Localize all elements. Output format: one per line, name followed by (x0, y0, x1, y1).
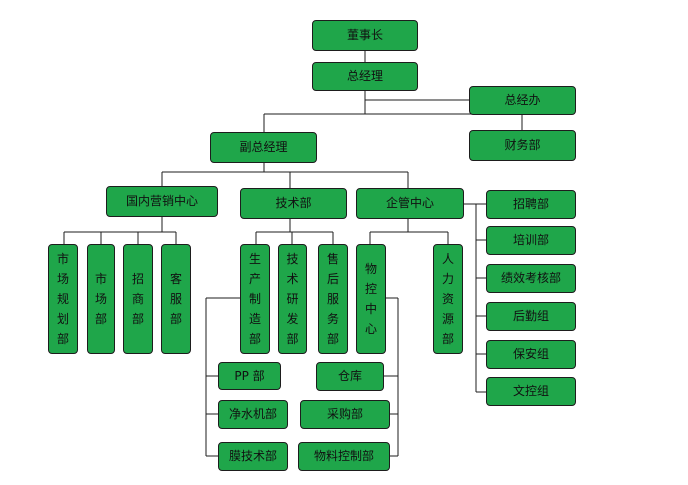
node-material-control: 物控中心 (356, 244, 386, 354)
node-label: 生产制造部 (249, 252, 262, 346)
node-membrane-tech: 膜技术部 (218, 442, 288, 471)
node-label: 市场部 (95, 272, 108, 326)
node-material-ctrl-dept: 物料控制部 (298, 442, 390, 471)
node-label: 市场规划部 (57, 252, 70, 346)
node-label: 招聘部 (512, 197, 549, 212)
node-label: 招商部 (132, 272, 145, 326)
node-label: 膜技术部 (228, 449, 277, 464)
node-water-machine: 净水机部 (218, 400, 288, 429)
node-pp: PP 部 (218, 362, 281, 390)
node-label: 董事长 (346, 28, 383, 43)
node-production: 生产制造部 (240, 244, 270, 354)
node-tech: 技术部 (240, 188, 347, 219)
node-label: 仓库 (337, 369, 362, 384)
node-label: 绩效考核部 (500, 271, 561, 286)
node-mgmt-center: 企管中心 (356, 188, 464, 219)
node-label: PP 部 (234, 368, 265, 383)
node-security: 保安组 (486, 340, 576, 369)
node-label: 企管中心 (385, 196, 434, 211)
node-label: 副总经理 (239, 140, 288, 155)
node-purchasing: 采购部 (300, 400, 390, 429)
node-label: 培训部 (512, 233, 549, 248)
node-after-sales: 售后服务部 (318, 244, 348, 354)
node-label: 物料控制部 (313, 449, 374, 464)
node-finance: 财务部 (469, 130, 576, 161)
node-label: 技术部 (275, 196, 312, 211)
node-label: 售后服务部 (327, 252, 340, 346)
node-label: 文控组 (512, 384, 549, 399)
node-label: 技术研发部 (286, 252, 299, 346)
node-label: 净水机部 (228, 407, 277, 422)
node-gm-office: 总经办 (469, 86, 576, 115)
node-rnd: 技术研发部 (278, 244, 307, 354)
node-label: 客服部 (170, 272, 183, 326)
node-training: 培训部 (486, 226, 576, 255)
node-doc-control: 文控组 (486, 377, 576, 406)
node-gm: 总经理 (312, 62, 418, 91)
node-performance: 绩效考核部 (486, 264, 576, 293)
node-label: 物控中心 (365, 262, 378, 336)
node-recruitment: 招聘部 (486, 190, 576, 219)
node-logistics: 后勤组 (486, 302, 576, 331)
node-investment: 招商部 (123, 244, 153, 354)
node-label: 后勤组 (512, 309, 549, 324)
node-warehouse: 仓库 (316, 362, 384, 391)
node-chairman: 董事长 (312, 20, 418, 51)
node-label: 财务部 (504, 138, 541, 153)
node-domestic-marketing: 国内营销中心 (106, 186, 218, 217)
node-label: 国内营销中心 (125, 194, 198, 209)
node-label: 总经理 (346, 69, 383, 84)
node-label: 总经办 (504, 93, 541, 108)
node-label: 保安组 (512, 347, 549, 362)
node-label: 人力资源部 (442, 252, 455, 346)
node-customer-service: 客服部 (161, 244, 191, 354)
node-deputy-gm: 副总经理 (210, 132, 317, 163)
node-hr: 人力资源部 (433, 244, 463, 354)
node-market-planning: 市场规划部 (48, 244, 78, 354)
node-market: 市场部 (87, 244, 115, 354)
node-label: 采购部 (326, 407, 363, 422)
